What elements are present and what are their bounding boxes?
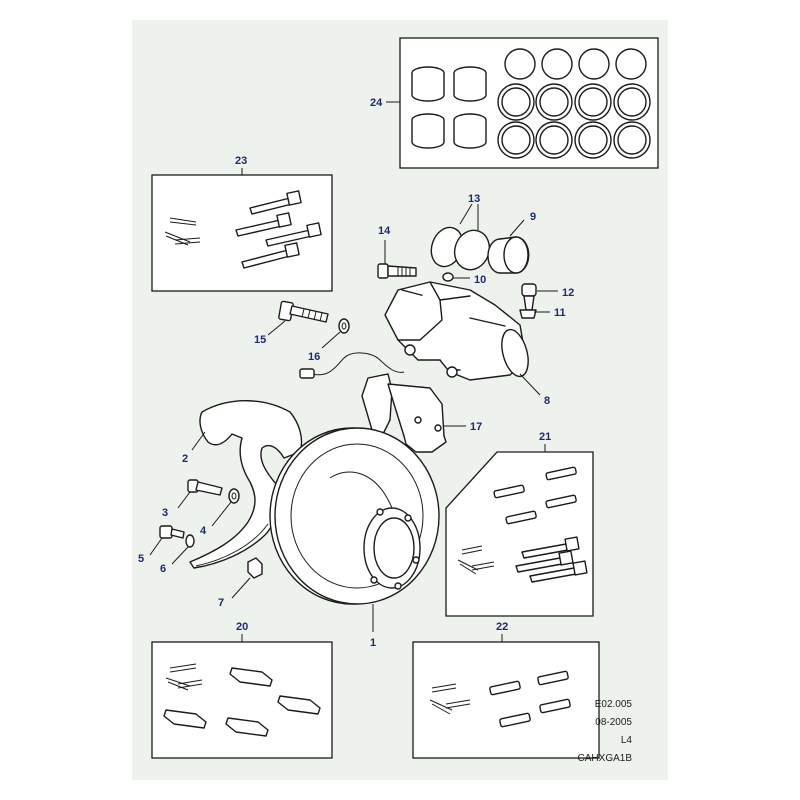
callout-22: 22 (496, 621, 508, 633)
bleed-screw-11-12[interactable] (519, 283, 558, 319)
piston-icon (411, 66, 487, 149)
kit-box-23[interactable] (151, 168, 333, 292)
callout-13: 13 (468, 193, 480, 205)
kit-box-21[interactable] (445, 444, 594, 617)
callout-labels: 1 2 3 4 5 6 7 8 9 10 11 12 13 14 15 16 1… (138, 97, 574, 649)
callout-5: 5 (138, 553, 144, 565)
brake-pad-icon[interactable] (361, 373, 466, 453)
callout-10: 10 (474, 274, 486, 286)
kit-box-22[interactable] (412, 634, 600, 759)
callout-16: 16 (308, 351, 320, 363)
split-pin-icon (165, 663, 203, 691)
split-pin-icon (164, 217, 201, 246)
brake-caliper-icon[interactable] (384, 281, 541, 396)
caliper-seals[interactable] (426, 203, 495, 275)
split-pin-icon (429, 683, 471, 715)
brake-disc-icon[interactable] (269, 427, 440, 632)
guide-bolt-icon (235, 190, 322, 269)
callout-8: 8 (544, 395, 550, 407)
kit-box-20[interactable] (151, 634, 333, 759)
callout-4: 4 (200, 525, 207, 537)
split-pin-icon (457, 545, 495, 575)
callout-23: 23 (235, 155, 247, 167)
bolt-15[interactable] (267, 300, 329, 336)
anti-rattle-clip-icon (163, 667, 321, 737)
bleed-cap-10[interactable] (442, 272, 470, 282)
callout-15: 15 (254, 334, 266, 346)
guide-bolt-icon (515, 536, 588, 583)
spring-icon (493, 466, 577, 525)
callout-17: 17 (470, 421, 482, 433)
callout-7: 7 (218, 597, 224, 609)
drawing-variant: L4 (620, 735, 632, 746)
kit-box-24[interactable] (386, 37, 659, 169)
callout-1: 1 (370, 637, 376, 649)
nut-7[interactable] (231, 557, 263, 599)
drawing-id: CAHXGA1B (577, 753, 632, 764)
callout-24: 24 (370, 97, 383, 109)
callout-12: 12 (562, 287, 574, 299)
callout-6: 6 (160, 563, 166, 575)
callout-14: 14 (378, 225, 391, 237)
bolt-3[interactable] (177, 479, 223, 509)
washer-6[interactable] (171, 534, 195, 565)
callout-3: 3 (162, 507, 168, 519)
bolt-5[interactable] (149, 525, 185, 556)
callout-2: 2 (182, 453, 188, 465)
wear-sensor-wire[interactable] (299, 352, 405, 379)
callout-20: 20 (236, 621, 248, 633)
piston-cap-9[interactable] (487, 219, 530, 274)
callout-21: 21 (539, 431, 551, 443)
callout-11: 11 (554, 307, 566, 319)
seal-ring-icon (497, 48, 651, 159)
spring-icon (489, 670, 571, 728)
drawing-code: E02.005 (594, 699, 632, 710)
caliper-bolt-14[interactable] (377, 240, 417, 279)
mud-shield-icon[interactable] (189, 400, 303, 569)
drawing-date: 08-2005 (595, 717, 632, 728)
callout-9: 9 (530, 211, 536, 223)
washer-16[interactable] (321, 318, 350, 349)
washer-4[interactable] (211, 488, 240, 527)
